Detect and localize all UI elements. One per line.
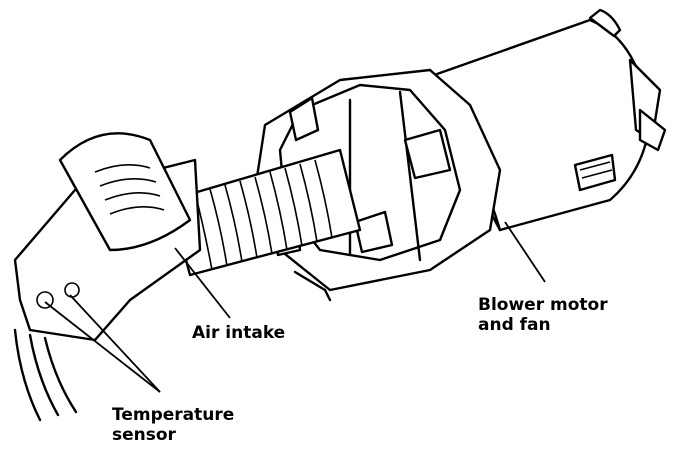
temperature-sensor-body	[13, 132, 202, 422]
air-intake-leader	[174, 247, 231, 319]
temperature-sensor-label-line2: sensor	[112, 425, 176, 445]
air-intake-label: Air intake	[192, 323, 286, 343]
blower-leader	[504, 221, 546, 283]
blower-motor-label-line1: Blower motor	[478, 295, 608, 315]
temperature-leader-1	[69, 294, 161, 393]
temperature-sensor-label-line1: Temperature	[112, 405, 235, 425]
air-intake-hose	[168, 148, 362, 277]
blower-motor-label-line2: and fan	[478, 315, 551, 335]
temperature-leader-2	[44, 301, 161, 393]
